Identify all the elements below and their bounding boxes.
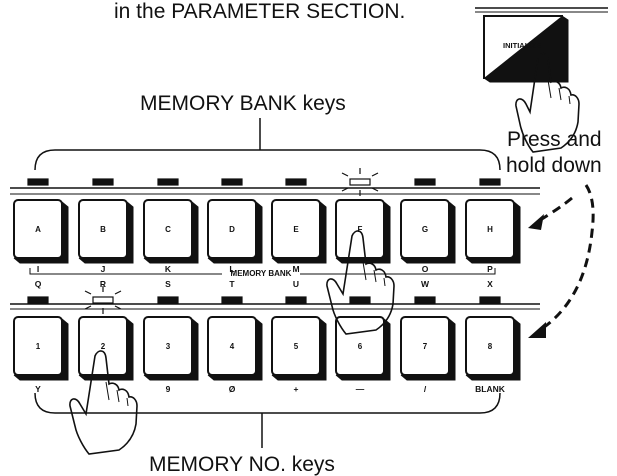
memory-no-keys-title: MEMORY NO. keys	[149, 453, 335, 476]
bank-letter-bottom: W	[421, 279, 430, 289]
bank-key-h[interactable]: H	[466, 200, 520, 263]
memory-no-key-label: 3	[166, 342, 171, 351]
number-key-sublabel: BLANK	[475, 384, 506, 394]
memory-no-key-7[interactable]: 7	[401, 317, 455, 380]
bank-led-g	[415, 179, 435, 185]
press-hold-line1: Press and	[507, 128, 602, 151]
memory-no-key-label: 8	[488, 342, 493, 351]
bank-key-a[interactable]: A	[14, 200, 68, 263]
bank-led-f	[350, 179, 370, 185]
bank-letter-bottom: Q	[35, 279, 42, 289]
bank-letter-top: K	[165, 264, 172, 274]
bank-led-a	[28, 179, 48, 185]
memory-no-key-5[interactable]: 5	[272, 317, 326, 380]
memory-no-led-4	[222, 297, 242, 303]
memory-no-key-3[interactable]: 3	[144, 317, 198, 380]
bank-letter-top: P	[487, 264, 493, 274]
number-key-sublabel: Ø	[229, 384, 236, 394]
memory-no-key-label: 5	[294, 342, 299, 351]
memory-no-key-label: 7	[423, 342, 428, 351]
bank-key-b[interactable]: B	[79, 200, 133, 263]
bank-led-b	[93, 179, 113, 185]
bank-key-label: D	[229, 225, 235, 234]
bank-key-g[interactable]: G	[401, 200, 455, 263]
bank-letter-bottom: U	[293, 279, 299, 289]
bank-letter-top: O	[422, 264, 429, 274]
bank-key-label: B	[100, 225, 106, 234]
bottom-labels: Y 9 Ø + — / BLANK	[35, 384, 506, 394]
memory-no-led-1	[28, 297, 48, 303]
number-key-sublabel: —	[356, 384, 365, 394]
memory-no-led-6	[350, 297, 370, 303]
memory-no-key-label: 4	[230, 342, 235, 351]
number-key-sublabel: +	[294, 384, 299, 394]
initialize-key[interactable]: INITIALIZE	[475, 8, 608, 82]
memory-bank-keys-title: MEMORY BANK keys	[140, 92, 346, 115]
memory-no-led-7	[415, 297, 435, 303]
bank-led-e	[286, 179, 306, 185]
bank-key-label: G	[422, 225, 428, 234]
header-text: in the PARAMETER SECTION.	[114, 0, 405, 23]
memory-no-key-6[interactable]: 6	[336, 317, 390, 380]
bank-strip-label: MEMORY BANK	[231, 269, 292, 278]
bank-key-label: E	[293, 225, 299, 234]
bank-letter-bottom: T	[229, 279, 235, 289]
bank-key-label: A	[35, 225, 41, 234]
bank-key-c[interactable]: C	[144, 200, 198, 263]
bank-led-h	[480, 179, 500, 185]
bank-key-f[interactable]: F	[336, 200, 390, 263]
memory-no-key-label: 1	[36, 342, 41, 351]
initialize-key-label: INITIALIZE	[503, 41, 541, 50]
bank-key-label: C	[165, 225, 171, 234]
bank-letter-bottom: X	[487, 279, 493, 289]
memory-no-led-5	[286, 297, 306, 303]
bank-letter-top: M	[292, 264, 299, 274]
bank-key-label: H	[487, 225, 493, 234]
memory-no-key-1[interactable]: 1	[14, 317, 68, 380]
bank-letter-top: I	[37, 264, 39, 274]
memory-no-key-label: 2	[101, 342, 106, 351]
number-key-sublabel: /	[424, 384, 427, 394]
bank-letter-top: J	[101, 264, 106, 274]
number-key-sublabel: Y	[35, 384, 41, 394]
number-key-sublabel: 9	[166, 384, 171, 394]
memory-no-key-8[interactable]: 8	[466, 317, 520, 380]
memory-no-key-2[interactable]: 2	[79, 317, 133, 380]
memory-no-key-label: 6	[358, 342, 363, 351]
memory-no-row: 1 2 3 4 5 6 7 8	[14, 286, 520, 380]
memory-no-bracket	[35, 393, 500, 448]
bank-led-c	[158, 179, 178, 185]
memory-bank-row: A B C D E F G H	[14, 168, 520, 263]
bank-key-d[interactable]: D	[208, 200, 262, 263]
press-hold-line2: hold down	[506, 154, 602, 177]
bank-key-e[interactable]: E	[272, 200, 326, 263]
bank-led-d	[222, 179, 242, 185]
dashed-arrow-to-h	[528, 198, 572, 230]
memory-no-key-4[interactable]: 4	[208, 317, 262, 380]
memory-no-led-2	[93, 297, 113, 303]
memory-no-led-3	[158, 297, 178, 303]
memory-bank-bracket	[35, 118, 500, 170]
bank-letter-bottom: S	[165, 279, 171, 289]
memory-no-led-8	[480, 297, 500, 303]
bank-letter-top: L	[229, 264, 234, 274]
